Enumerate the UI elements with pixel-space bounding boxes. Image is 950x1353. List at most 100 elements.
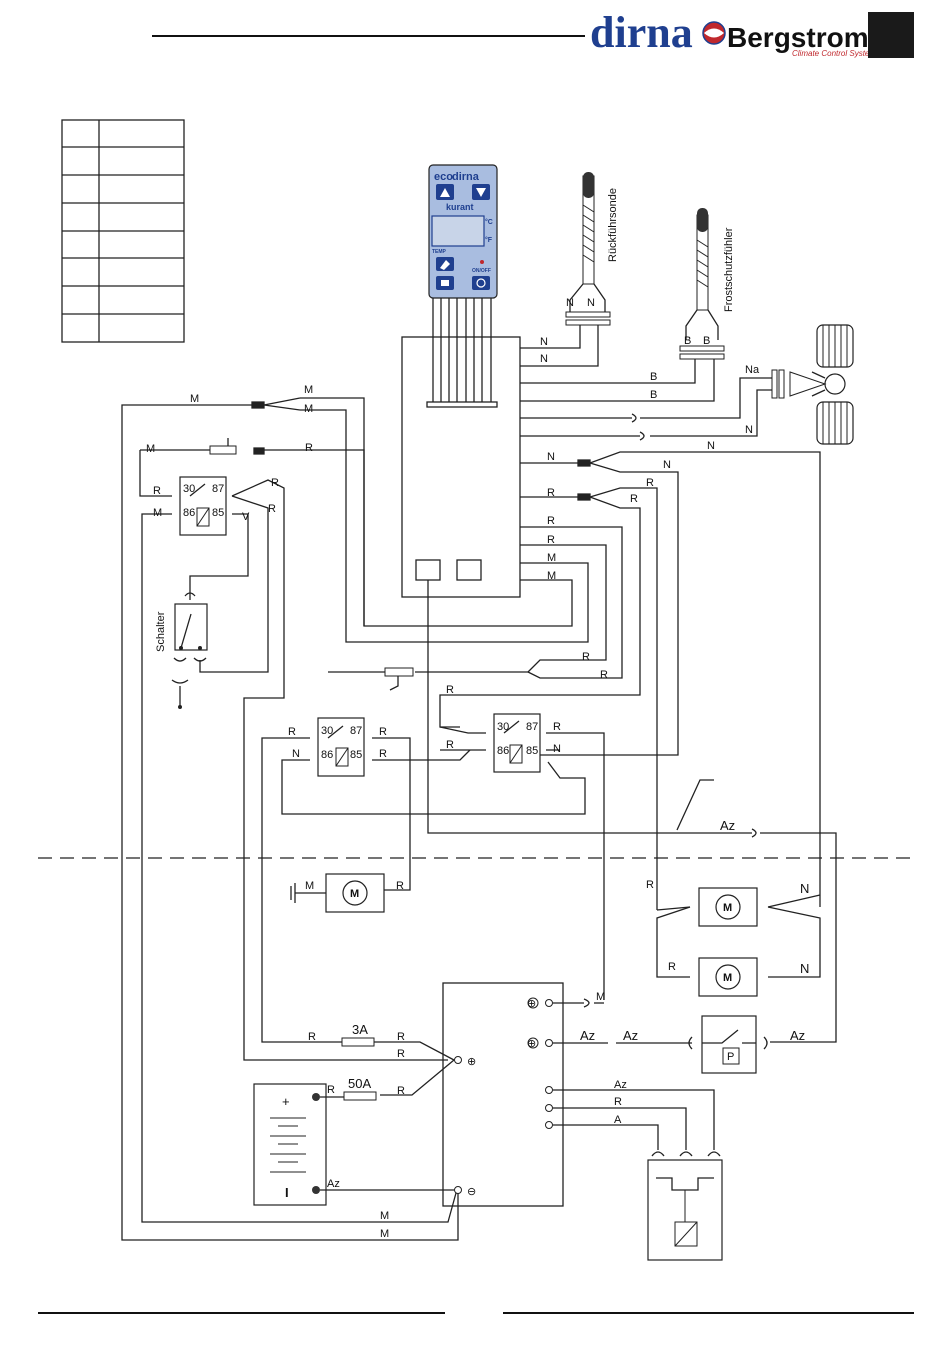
svg-text:R: R: [271, 477, 279, 489]
svg-text:M: M: [723, 972, 732, 984]
svg-text:⊖: ⊖: [467, 1186, 476, 1198]
power-icon: [476, 278, 486, 288]
svg-text:3A: 3A: [352, 1022, 368, 1037]
svg-text:R: R: [268, 503, 276, 515]
up-arrow-icon: [440, 188, 450, 197]
svg-text:N: N: [566, 297, 574, 309]
relay-upper-wiring: [139, 438, 457, 1223]
controller-leads: [426, 298, 498, 408]
svg-text:R: R: [668, 961, 676, 973]
controller-display: eco dirna kurant °C °F TEMP ON/OFF: [428, 164, 498, 299]
svg-text:R: R: [553, 721, 561, 733]
junction-terminals: ⊕ ⊕ ⊕ ⊖: [454, 997, 553, 1198]
svg-text:N: N: [587, 297, 595, 309]
down-arrow-icon: [476, 188, 486, 197]
svg-text:M: M: [723, 902, 732, 914]
valve-wiring: [520, 377, 772, 437]
svg-text:R: R: [305, 442, 313, 454]
lcd-screen: [431, 215, 485, 247]
svg-text:TEMP: TEMP: [432, 249, 447, 255]
frost-probe: B B: [679, 208, 725, 360]
svg-text:87: 87: [212, 483, 224, 495]
fan-motor-2: M: [698, 957, 758, 997]
svg-text:N: N: [292, 748, 300, 760]
svg-text:dirna: dirna: [452, 171, 480, 183]
svg-text:N: N: [553, 743, 561, 755]
svg-text:°C: °C: [485, 218, 493, 226]
svg-text:R: R: [446, 684, 454, 696]
relay-mid-left-wiring: [261, 737, 586, 1043]
junction-wiring: [342, 1002, 715, 1150]
fan-motor-wiring: [656, 894, 821, 978]
svg-text:Az: Az: [623, 1028, 638, 1043]
fuse-50a: 50A: [343, 1076, 377, 1101]
svg-text:R: R: [547, 515, 555, 527]
power-button[interactable]: [472, 276, 490, 290]
svg-text:A: A: [614, 1114, 622, 1126]
control-unit: [401, 336, 521, 598]
relay-mid-right: 30 87 86 85: [493, 713, 541, 773]
control-outputs: [300, 397, 821, 910]
connectors: [251, 401, 645, 501]
svg-text:85: 85: [526, 745, 538, 757]
pressure-switch: P: [688, 1015, 768, 1074]
svg-text:M: M: [547, 570, 556, 582]
logo-dirna: dirna: [590, 8, 693, 57]
svg-text:eco: eco: [434, 171, 453, 183]
corner-block: [868, 12, 914, 58]
svg-text:R: R: [397, 1048, 405, 1060]
svg-text:R: R: [379, 748, 387, 760]
switch-label: Schalter: [155, 611, 167, 652]
svg-text:R: R: [308, 1031, 316, 1043]
svg-text:kurant: kurant: [446, 202, 474, 212]
battery: + I: [253, 1083, 327, 1206]
junction-box: [442, 982, 564, 1207]
svg-text:M: M: [350, 888, 359, 900]
svg-text:M: M: [380, 1228, 389, 1240]
main-switch[interactable]: [171, 592, 208, 709]
motor-cabin: M: [290, 873, 385, 913]
svg-text:Na: Na: [745, 364, 760, 376]
svg-text:Az: Az: [580, 1028, 595, 1043]
svg-text:N: N: [540, 353, 548, 365]
svg-text:87: 87: [526, 721, 538, 733]
svg-text:B: B: [703, 335, 710, 347]
svg-text:⊕: ⊕: [467, 1056, 476, 1068]
sensor-wiring: [520, 325, 715, 402]
legend-table: [61, 119, 185, 343]
svg-text:M: M: [596, 991, 605, 1003]
return-probe-label: Rückführsonde: [607, 188, 619, 262]
svg-text:V: V: [242, 511, 250, 523]
svg-text:P: P: [727, 1051, 734, 1063]
svg-text:R: R: [397, 1031, 405, 1043]
frost-probe-label: Frostschutzfühler: [723, 227, 735, 312]
az-signal: [676, 779, 837, 1043]
svg-text:B: B: [684, 335, 691, 347]
svg-text:R: R: [600, 669, 608, 681]
svg-text:N: N: [800, 881, 809, 896]
svg-text:30: 30: [497, 721, 509, 733]
fan-motor-1: M: [698, 887, 758, 927]
svg-text:R: R: [547, 487, 555, 499]
svg-text:⊕: ⊕: [527, 998, 536, 1010]
logo-globe-icon: [702, 21, 726, 45]
svg-text:⊕: ⊕: [527, 1038, 536, 1050]
fuse-3a: 3A: [341, 1022, 375, 1047]
relay-mid-right-wiring: [427, 580, 752, 1000]
svg-text:N: N: [663, 459, 671, 471]
svg-text:I: I: [285, 1185, 289, 1200]
svg-text:R: R: [646, 477, 654, 489]
svg-text:R: R: [153, 485, 161, 497]
svg-text:85: 85: [350, 749, 362, 761]
svg-text:M: M: [380, 1210, 389, 1222]
svg-text:M: M: [153, 507, 162, 519]
return-probe: N N: [565, 172, 611, 326]
menu-icon: [441, 280, 449, 286]
svg-text:B: B: [650, 371, 657, 383]
svg-text:N: N: [540, 336, 548, 348]
svg-text:86: 86: [497, 745, 509, 757]
svg-text:R: R: [630, 493, 638, 505]
svg-text:M: M: [146, 443, 155, 455]
